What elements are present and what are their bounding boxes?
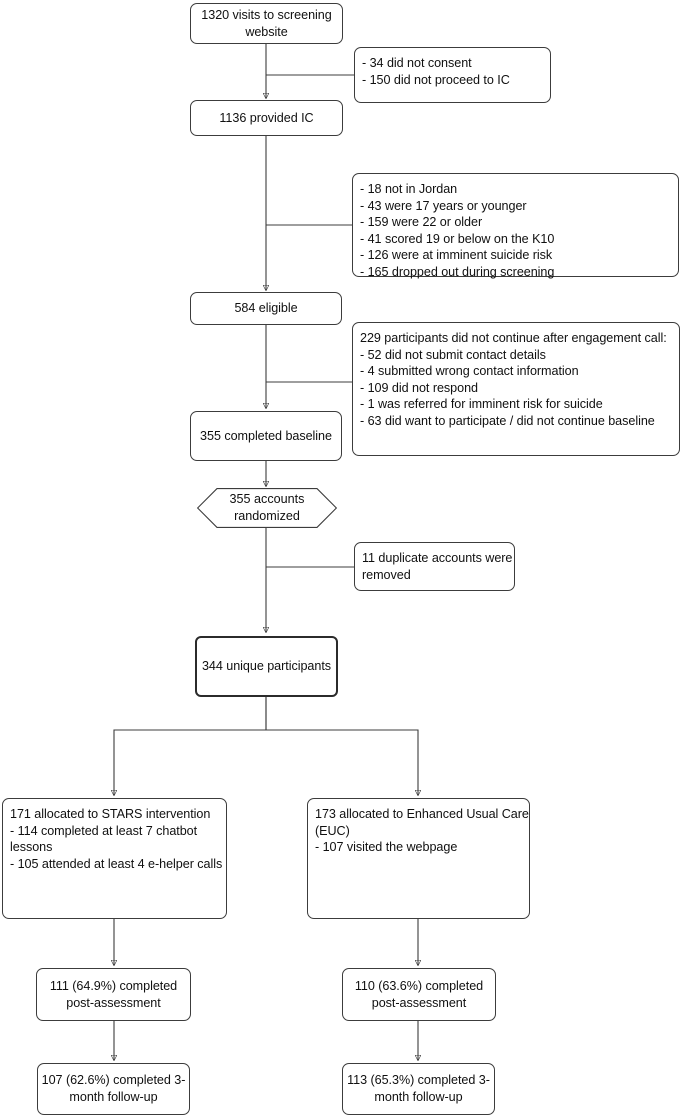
node-duplicate-accounts-removed: 11 duplicate accounts were removed [354, 542, 515, 591]
node-eligible: 584 eligible [190, 292, 342, 325]
node-visits-to-screening-website: 1320 visits to screening website [190, 3, 343, 44]
node-completed-baseline: 355 completed baseline [190, 411, 342, 461]
node-allocated-enhanced-usual-care: 173 allocated to Enhanced Usual Care (EU… [307, 798, 530, 919]
node-allocated-euc-label: 173 allocated to Enhanced Usual Care (EU… [315, 807, 529, 855]
node-provided-ic-label: 1136 provided IC [219, 110, 314, 125]
node-duplicate-accounts-removed-label: 11 duplicate accounts were removed [362, 551, 513, 582]
node-accounts-randomized-label: 355 accounts randomized [229, 492, 305, 523]
node-accounts-randomized: 355 accounts randomized [197, 488, 337, 528]
edge-unique-to-stars [114, 697, 267, 795]
node-unique-participants-label: 344 unique participants [201, 659, 332, 674]
node-exclusions-engagement-call: 229 participants did not continue after … [352, 322, 680, 456]
node-allocated-stars-label: 171 allocated to STARS intervention - 11… [10, 807, 223, 871]
node-followup-3month-stars-label: 107 (62.6%) completed 3-month follow-up [41, 1073, 186, 1104]
node-followup-3month-euc: 113 (65.3%) completed 3-month follow-up [342, 1063, 495, 1115]
node-exclusions-screening-label: - 18 not in Jordan - 43 were 17 years or… [360, 182, 555, 280]
node-visits-label: 1320 visits to screening website [201, 7, 332, 39]
node-exclusions-consent: - 34 did not consent - 150 did not proce… [354, 47, 551, 103]
node-post-assessment-euc-label: 110 (63.6%) completed post-assessment [354, 978, 484, 1010]
node-provided-ic: 1136 provided IC [190, 100, 343, 136]
node-allocated-stars-intervention: 171 allocated to STARS intervention - 11… [2, 798, 227, 919]
node-followup-3month-euc-label: 113 (65.3%) completed 3-month follow-up [347, 1073, 490, 1104]
node-followup-3month-stars: 107 (62.6%) completed 3-month follow-up [37, 1063, 190, 1115]
node-completed-baseline-label: 355 completed baseline [200, 428, 332, 443]
node-exclusions-engagement-call-label: 229 participants did not continue after … [360, 331, 667, 429]
node-post-assessment-stars-label: 111 (64.9%) completed post-assessment [49, 978, 178, 1010]
node-post-assessment-euc: 110 (63.6%) completed post-assessment [342, 968, 496, 1021]
node-exclusions-screening: - 18 not in Jordan - 43 were 17 years or… [352, 173, 679, 279]
hexagon-shape [197, 488, 337, 528]
node-unique-participants: 344 unique participants [195, 636, 338, 697]
node-post-assessment-stars: 111 (64.9%) completed post-assessment [36, 968, 191, 1021]
node-exclusions-consent-label: - 34 did not consent - 150 did not proce… [362, 56, 510, 87]
node-eligible-label: 584 eligible [234, 301, 298, 316]
edge-unique-to-euc [265, 697, 418, 795]
